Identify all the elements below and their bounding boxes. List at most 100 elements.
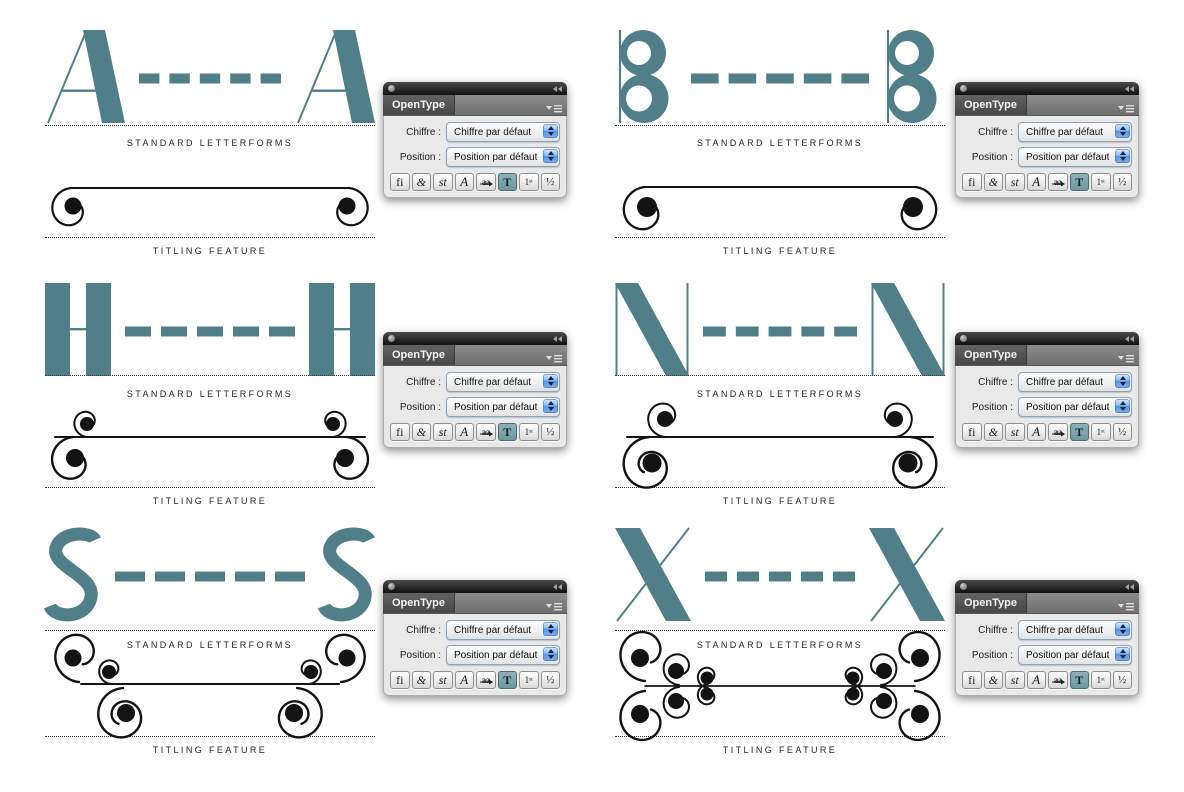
window-dot-icon[interactable] bbox=[388, 85, 395, 92]
overline-arrow-icon bbox=[480, 175, 493, 190]
feature-button-discretionary-ligatures[interactable]: & bbox=[411, 173, 431, 191]
feature-button-swash[interactable]: A bbox=[1026, 173, 1046, 191]
position-select[interactable]: Position par défaut bbox=[1018, 397, 1132, 417]
panel-menu-icon[interactable] bbox=[546, 100, 562, 118]
feature-button-contextual-alternates[interactable]: aa bbox=[476, 671, 496, 689]
feature-button-contextual-alternates[interactable]: aa bbox=[1048, 423, 1068, 441]
select-stepper-icon[interactable] bbox=[543, 124, 558, 138]
feature-button-ordinals[interactable]: 1ˢᵗ bbox=[1091, 423, 1111, 441]
chiffre-select[interactable]: Chiffre par défaut bbox=[1018, 620, 1132, 640]
feature-button-discretionary-ligatures[interactable]: & bbox=[983, 173, 1003, 191]
feature-button-titling-alternates[interactable]: T bbox=[497, 173, 517, 191]
window-dot-icon[interactable] bbox=[960, 85, 967, 92]
standard-letterforms-label: STANDARD LETTERFORMS bbox=[126, 640, 294, 650]
panel-menu-icon[interactable] bbox=[1118, 100, 1134, 118]
select-stepper-icon[interactable] bbox=[543, 149, 558, 163]
tab-opentype[interactable]: OpenType bbox=[955, 345, 1027, 365]
feature-button-fractions[interactable]: ½ bbox=[1112, 671, 1132, 689]
select-stepper-icon[interactable] bbox=[1115, 622, 1130, 636]
select-stepper-icon[interactable] bbox=[1115, 399, 1130, 413]
feature-button-titling-alternates[interactable]: T bbox=[1069, 671, 1089, 689]
select-stepper-icon[interactable] bbox=[1115, 149, 1130, 163]
feature-button-ordinals[interactable]: 1ˢᵗ bbox=[519, 423, 539, 441]
feature-button-titling-alternates[interactable]: T bbox=[497, 671, 517, 689]
panel-menu-icon[interactable] bbox=[1118, 598, 1134, 616]
select-stepper-icon[interactable] bbox=[543, 647, 558, 661]
panel-menu-icon[interactable] bbox=[546, 350, 562, 368]
feature-button-stylistic-ligatures[interactable]: st bbox=[433, 423, 453, 441]
tab-opentype[interactable]: OpenType bbox=[955, 95, 1027, 115]
chiffre-select[interactable]: Chiffre par défaut bbox=[446, 372, 560, 392]
feature-button-swash[interactable]: A bbox=[454, 173, 474, 191]
feature-button-standard-ligatures[interactable]: fi bbox=[390, 173, 410, 191]
window-dot-icon[interactable] bbox=[960, 583, 967, 590]
window-dot-icon[interactable] bbox=[960, 335, 967, 342]
position-select[interactable]: Position par défaut bbox=[1018, 147, 1132, 167]
select-stepper-icon[interactable] bbox=[1115, 124, 1130, 138]
connector-dash bbox=[195, 571, 225, 582]
feature-button-swash[interactable]: A bbox=[1026, 671, 1046, 689]
select-stepper-icon[interactable] bbox=[1115, 374, 1130, 388]
tab-opentype[interactable]: OpenType bbox=[383, 593, 455, 613]
chiffre-select[interactable]: Chiffre par défaut bbox=[1018, 122, 1132, 142]
feature-button-ordinals[interactable]: 1ˢᵗ bbox=[1091, 671, 1111, 689]
chiffre-select[interactable]: Chiffre par défaut bbox=[446, 620, 560, 640]
position-select[interactable]: Position par défaut bbox=[446, 645, 560, 665]
window-dot-icon[interactable] bbox=[388, 335, 395, 342]
chiffre-select[interactable]: Chiffre par défaut bbox=[446, 122, 560, 142]
feature-button-contextual-alternates[interactable]: aa bbox=[1048, 173, 1068, 191]
tab-opentype[interactable]: OpenType bbox=[955, 593, 1027, 613]
collapse-panel-icon[interactable] bbox=[553, 335, 562, 342]
feature-button-ordinals[interactable]: 1ˢᵗ bbox=[519, 173, 539, 191]
feature-button-titling-alternates[interactable]: T bbox=[1069, 173, 1089, 191]
position-select[interactable]: Position par défaut bbox=[446, 397, 560, 417]
position-select[interactable]: Position par défaut bbox=[446, 147, 560, 167]
collapse-panel-icon[interactable] bbox=[1125, 335, 1134, 342]
feature-button-stylistic-ligatures[interactable]: st bbox=[433, 173, 453, 191]
feature-button-discretionary-ligatures[interactable]: & bbox=[983, 671, 1003, 689]
window-dot-icon[interactable] bbox=[388, 583, 395, 590]
tab-opentype[interactable]: OpenType bbox=[383, 345, 455, 365]
feature-button-stylistic-ligatures[interactable]: st bbox=[1005, 423, 1025, 441]
chiffre-select[interactable]: Chiffre par défaut bbox=[1018, 372, 1132, 392]
select-stepper-icon[interactable] bbox=[1115, 647, 1130, 661]
feature-button-swash[interactable]: A bbox=[454, 423, 474, 441]
feature-button-swash[interactable]: A bbox=[454, 671, 474, 689]
feature-button-fractions[interactable]: ½ bbox=[1112, 173, 1132, 191]
select-stepper-icon[interactable] bbox=[543, 622, 558, 636]
feature-button-standard-ligatures[interactable]: fi bbox=[962, 173, 982, 191]
feature-button-standard-ligatures[interactable]: fi bbox=[962, 671, 982, 689]
feature-button-fractions[interactable]: ½ bbox=[1112, 423, 1132, 441]
feature-button-contextual-alternates[interactable]: aa bbox=[476, 173, 496, 191]
feature-button-stylistic-ligatures[interactable]: st bbox=[433, 671, 453, 689]
panel-menu-icon[interactable] bbox=[1118, 350, 1134, 368]
feature-button-standard-ligatures[interactable]: fi bbox=[390, 423, 410, 441]
select-stepper-icon[interactable] bbox=[543, 399, 558, 413]
tab-opentype[interactable]: OpenType bbox=[383, 95, 455, 115]
feature-button-discretionary-ligatures[interactable]: & bbox=[411, 423, 431, 441]
feature-button-titling-alternates[interactable]: T bbox=[497, 423, 517, 441]
panel-menu-icon[interactable] bbox=[546, 598, 562, 616]
feature-button-stylistic-ligatures[interactable]: st bbox=[1005, 173, 1025, 191]
collapse-panel-icon[interactable] bbox=[553, 85, 562, 92]
feature-button-discretionary-ligatures[interactable]: & bbox=[983, 423, 1003, 441]
feature-button-contextual-alternates[interactable]: aa bbox=[1048, 671, 1068, 689]
collapse-panel-icon[interactable] bbox=[1125, 85, 1134, 92]
feature-button-contextual-alternates[interactable]: aa bbox=[476, 423, 496, 441]
feature-button-fractions[interactable]: ½ bbox=[540, 423, 560, 441]
feature-button-ordinals[interactable]: 1ˢᵗ bbox=[1091, 173, 1111, 191]
feature-button-titling-alternates[interactable]: T bbox=[1069, 423, 1089, 441]
feature-button-ordinals[interactable]: 1ˢᵗ bbox=[519, 671, 539, 689]
collapse-panel-icon[interactable] bbox=[1125, 583, 1134, 590]
feature-button-swash[interactable]: A bbox=[1026, 423, 1046, 441]
feature-button-discretionary-ligatures[interactable]: & bbox=[411, 671, 431, 689]
feature-button-fractions[interactable]: ½ bbox=[540, 173, 560, 191]
feature-button-stylistic-ligatures[interactable]: st bbox=[1005, 671, 1025, 689]
feature-button-standard-ligatures[interactable]: fi bbox=[390, 671, 410, 689]
feature-button-standard-ligatures[interactable]: fi bbox=[962, 423, 982, 441]
collapse-panel-icon[interactable] bbox=[553, 583, 562, 590]
position-select[interactable]: Position par défaut bbox=[1018, 645, 1132, 665]
select-stepper-icon[interactable] bbox=[543, 374, 558, 388]
feature-button-fractions[interactable]: ½ bbox=[540, 671, 560, 689]
